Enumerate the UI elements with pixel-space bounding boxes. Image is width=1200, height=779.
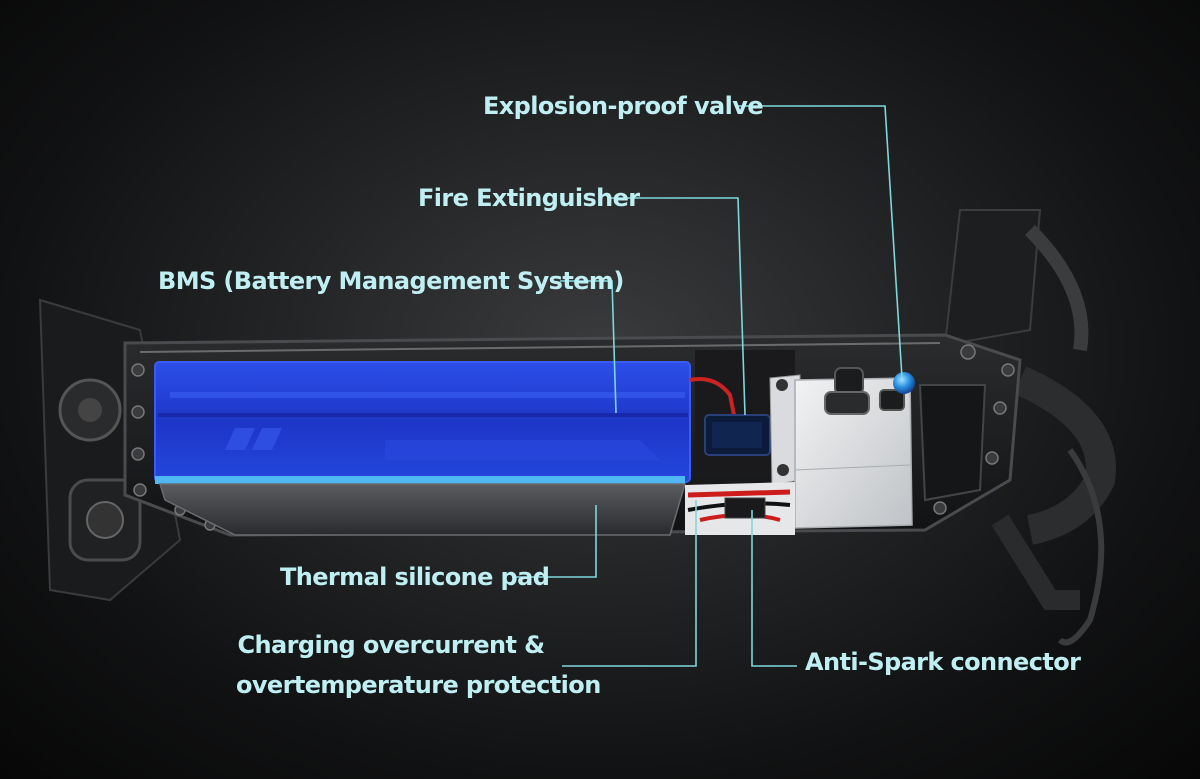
battery-pack (154, 361, 691, 484)
leader-anti-spark (751, 510, 797, 667)
white-module (769, 374, 913, 529)
cable-glands (824, 367, 905, 415)
leader-thermal-pad (512, 505, 597, 578)
right-scooter-mechanism (943, 209, 1116, 646)
explosion-valve-cap (893, 372, 915, 394)
leader-explosion-valve (738, 105, 903, 379)
label-fire-extinguisher: Fire Extinguisher (418, 184, 640, 212)
label-charging-protection: Charging overcurrent & overtemperature p… (236, 625, 601, 705)
label-thermal-pad: Thermal silicone pad (280, 563, 550, 591)
label-charging-line2: overtemperature protection (236, 671, 601, 699)
leader-fire-extinguisher (607, 197, 746, 416)
leader-lines (512, 105, 903, 667)
label-explosion-valve: Explosion-proof valve (483, 92, 764, 120)
leader-charging (562, 500, 697, 667)
thermal-pad (158, 483, 687, 536)
charging-wires (685, 482, 795, 535)
label-anti-spark: Anti-Spark connector (805, 648, 1081, 676)
leader-bms (560, 280, 617, 414)
label-bms: BMS (Battery Management System) (158, 267, 624, 295)
label-charging-line1: Charging overcurrent & (237, 631, 546, 659)
